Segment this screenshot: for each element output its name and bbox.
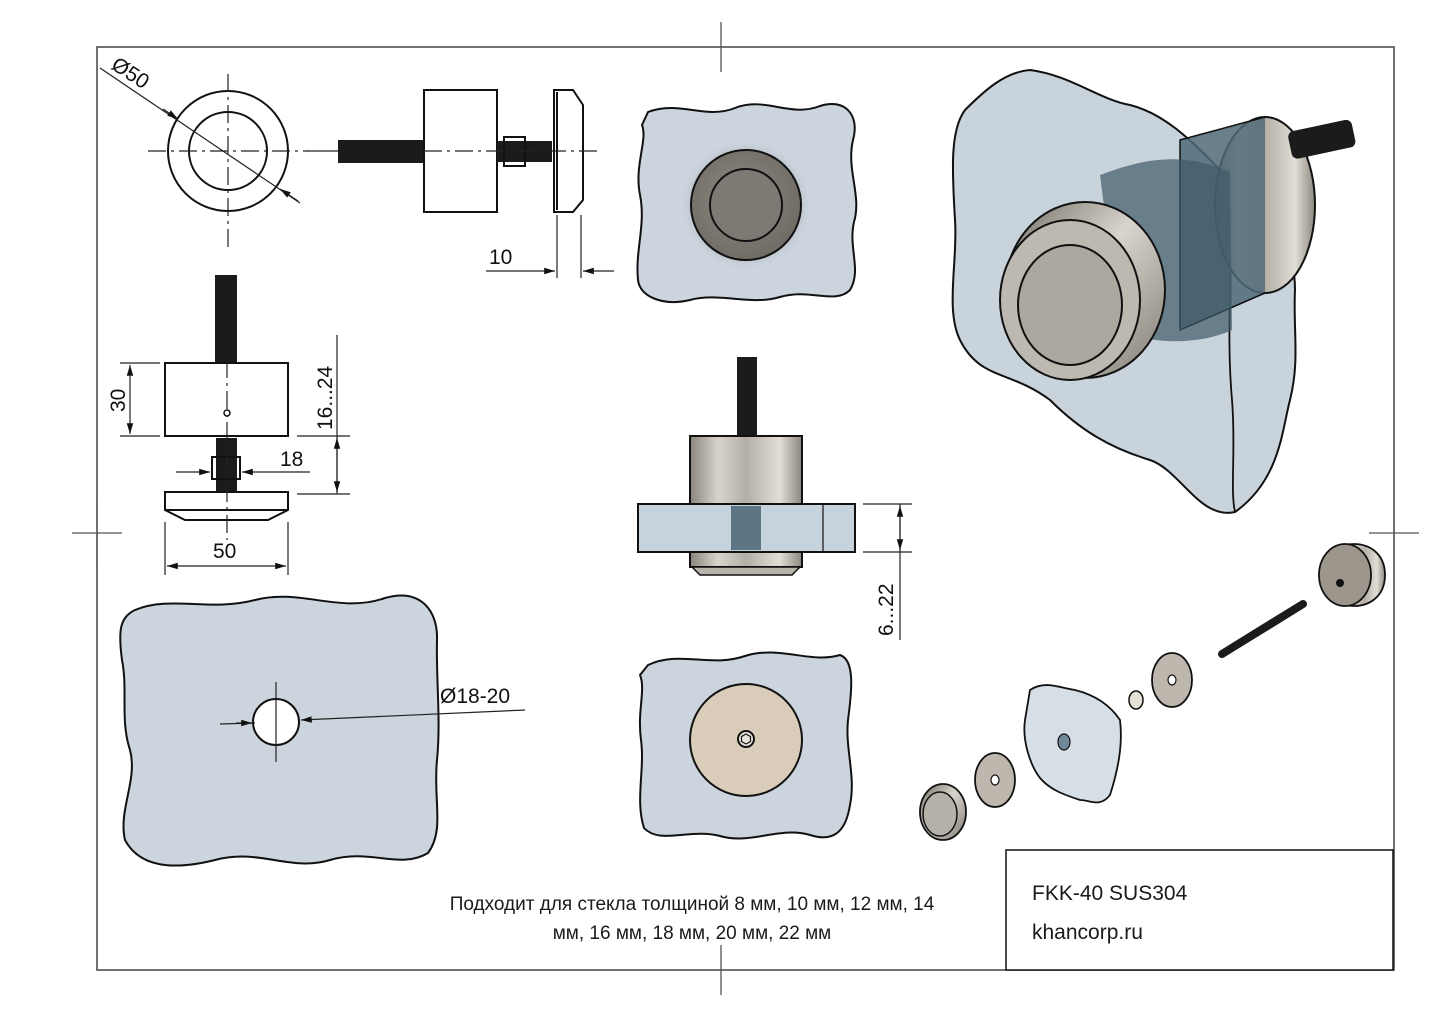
dim-cap-thickness: 10 (489, 246, 512, 269)
isometric-render (951, 68, 1356, 514)
side-view-horizontal: 10 (307, 89, 614, 278)
note-line-1: Подходит для стекла толщиной 8 мм, 10 мм… (450, 894, 935, 915)
rear-view-glass (638, 651, 853, 840)
exploded-cap (919, 783, 967, 841)
exploded-view (919, 543, 1386, 841)
exploded-washer-front (974, 752, 1016, 808)
center-marks (72, 22, 1419, 995)
thread-rod (338, 140, 424, 163)
front-view-circle: Ø50 (99, 53, 308, 250)
website: khancorp.ru (1032, 921, 1143, 944)
hex-socket-icon (740, 733, 752, 745)
model-name: FKK-40 SUS304 (1032, 882, 1188, 905)
dim-glass-thickness-range: 6...22 (875, 583, 898, 636)
front-view-glass-top (636, 103, 858, 303)
glass-hole-view: Ø18-20 (119, 594, 526, 867)
exploded-glass-piece (1023, 684, 1122, 804)
dim-clamp-range: 16...24 (314, 365, 337, 430)
exploded-sleeve (1128, 690, 1144, 710)
dim-nut-size: 18 (280, 448, 303, 471)
side-view-vertical: 30 16...24 18 50 (107, 275, 350, 575)
compatibility-note: Подходит для стекла толщиной 8 мм, 10 мм… (450, 894, 935, 944)
dim-body-height: 30 (107, 389, 130, 412)
dim-width: 50 (213, 540, 236, 563)
exploded-washer-rear (1151, 652, 1193, 708)
note-line-2: мм, 16 мм, 18 мм, 20 мм, 22 мм (553, 923, 832, 944)
dim-hole-diameter: Ø18-20 (440, 685, 510, 708)
title-block: FKK-40 SUS304 khancorp.ru (1005, 849, 1394, 971)
exploded-threaded-rod (1218, 600, 1307, 658)
section-in-glass: 6...22 (637, 357, 912, 640)
exploded-body (1318, 543, 1386, 607)
